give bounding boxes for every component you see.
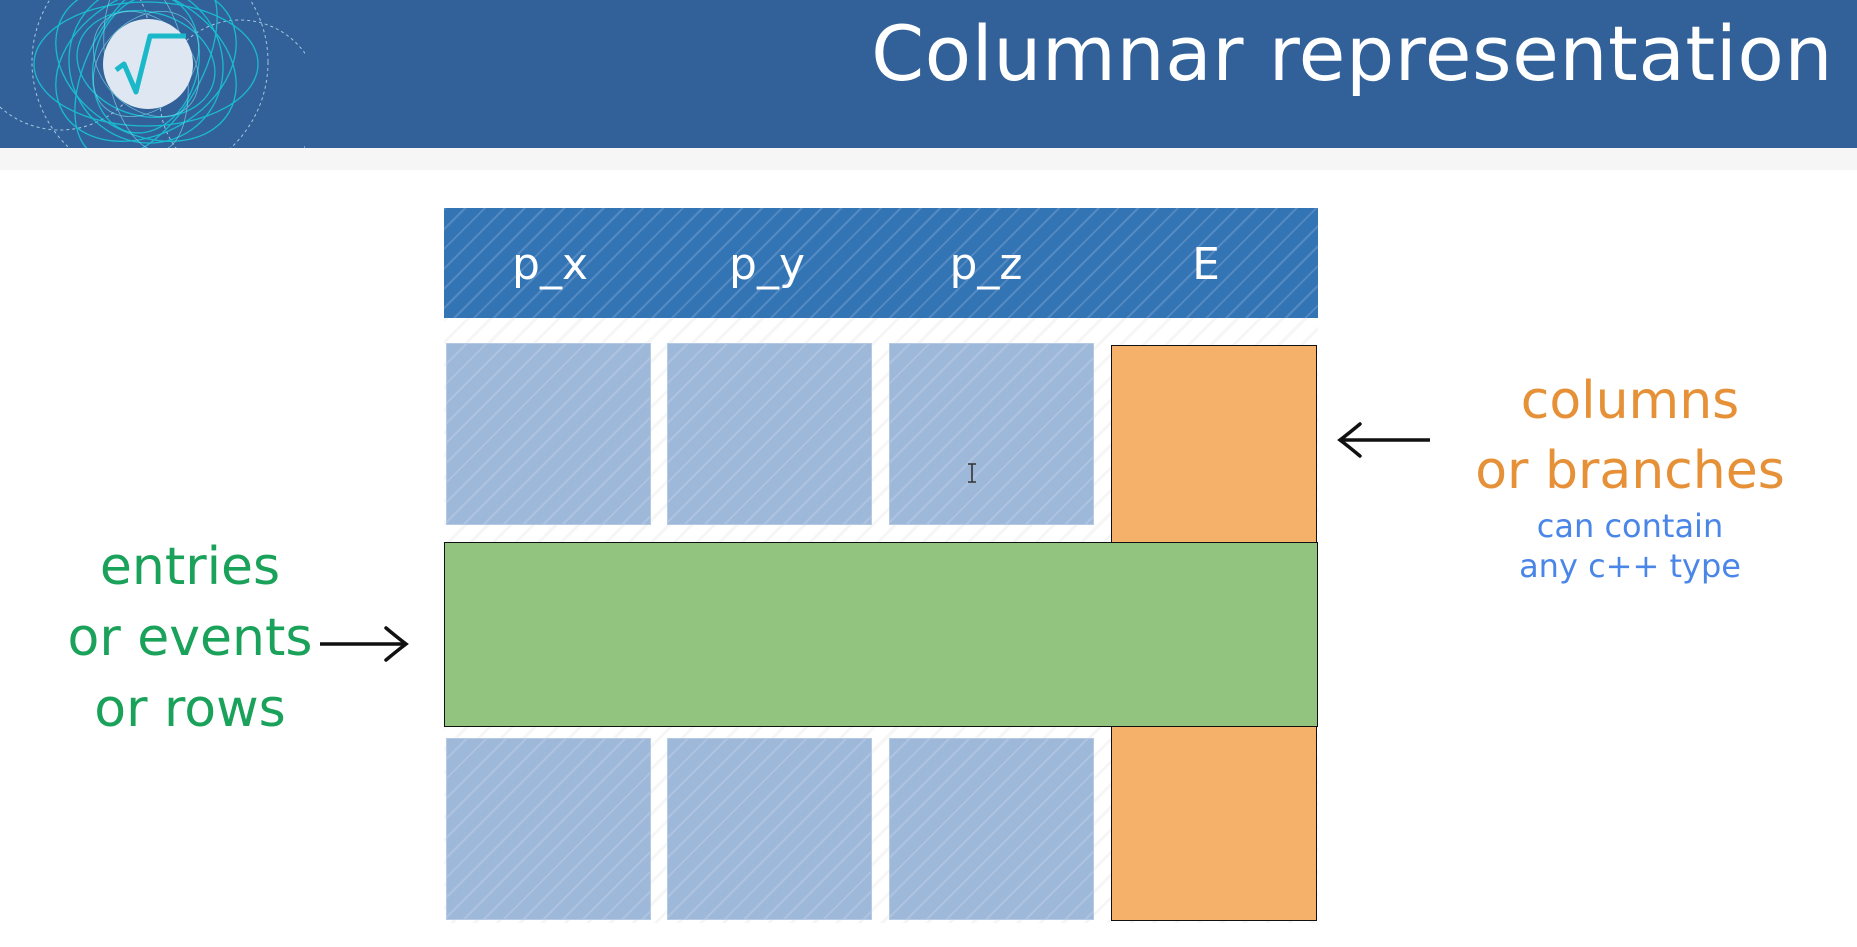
highlighted-column-top	[1111, 345, 1317, 544]
rows-label: entries or events or rows	[40, 532, 340, 745]
columns-sublabel-line: can contain	[1536, 507, 1724, 545]
column-header-e: E	[1192, 239, 1220, 290]
table-cell	[446, 343, 651, 525]
text-cursor-icon	[968, 463, 976, 483]
header-shadow-band	[0, 148, 1857, 170]
columns-label: columns or branches	[1440, 366, 1820, 506]
columns-sublabel: can contain any c++ type	[1440, 506, 1820, 586]
column-header-py: p_y	[729, 239, 805, 290]
columns-sublabel-line: any c++ type	[1519, 547, 1741, 585]
root-logo-icon	[0, 0, 305, 148]
highlighted-column-bottom	[1111, 725, 1317, 921]
table-cell	[446, 738, 651, 920]
table-header-row	[444, 208, 1318, 318]
arrow-right-icon	[320, 626, 409, 662]
table-cell	[889, 738, 1094, 920]
table-cell	[667, 343, 872, 525]
table-cell	[667, 738, 872, 920]
columns-label-line: or branches	[1475, 441, 1785, 501]
rows-label-line: entries	[99, 537, 281, 597]
rows-label-line: or rows	[94, 679, 286, 739]
slide-title: Columnar representation	[871, 9, 1833, 98]
arrow-left-icon	[1337, 422, 1430, 458]
slide-header: Columnar representation	[0, 0, 1857, 148]
highlighted-row	[444, 542, 1318, 727]
column-header-pz: p_z	[949, 239, 1023, 290]
rows-label-line: or events	[67, 608, 313, 668]
column-header-px: p_x	[512, 239, 588, 290]
table-cell	[889, 343, 1094, 525]
columns-label-line: columns	[1520, 371, 1740, 431]
